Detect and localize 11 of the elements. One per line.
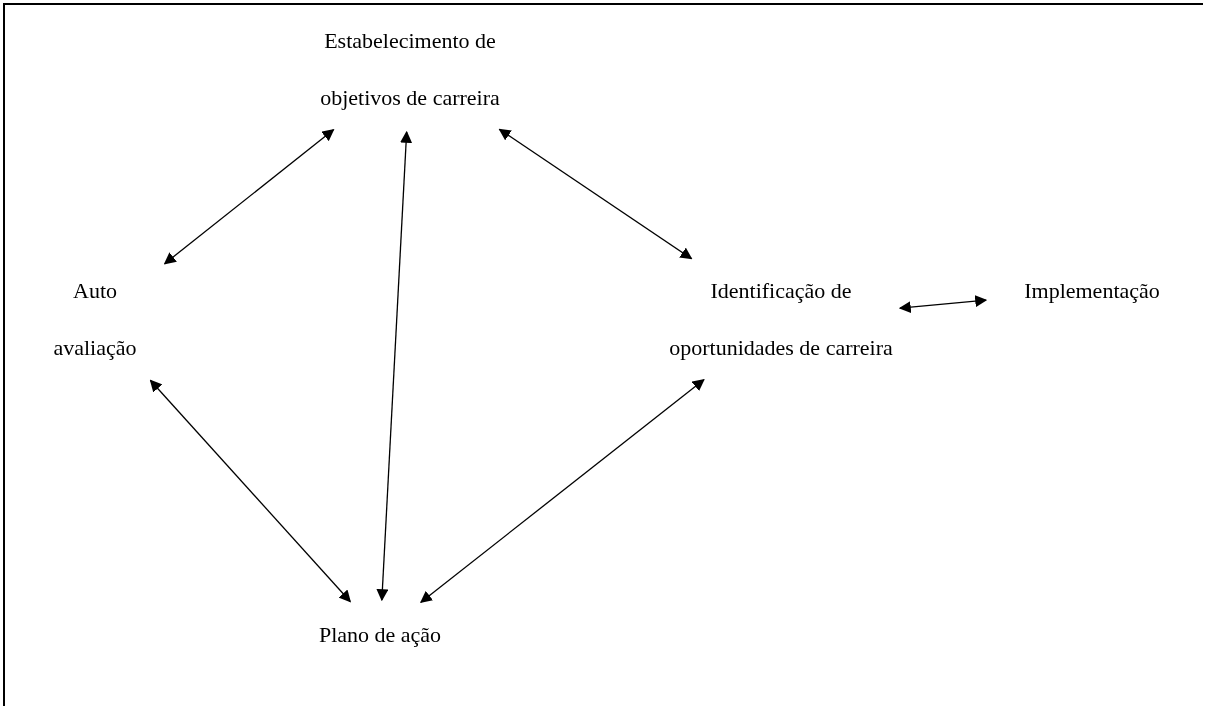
double-arrow [498,128,693,260]
node-label: Plano de ação [318,621,442,649]
node-label: Estabelecimento de objetivos de carreira [319,27,501,112]
double-arrow [420,378,705,604]
double-arrow [376,130,413,602]
double-arrow [163,129,335,265]
node-label: Implementação [1024,277,1160,305]
double-arrow [898,295,988,314]
node-label: Auto avaliação [52,277,138,362]
double-arrow [149,379,352,603]
node-label: Identificação de oportunidades de carreira [668,277,894,362]
